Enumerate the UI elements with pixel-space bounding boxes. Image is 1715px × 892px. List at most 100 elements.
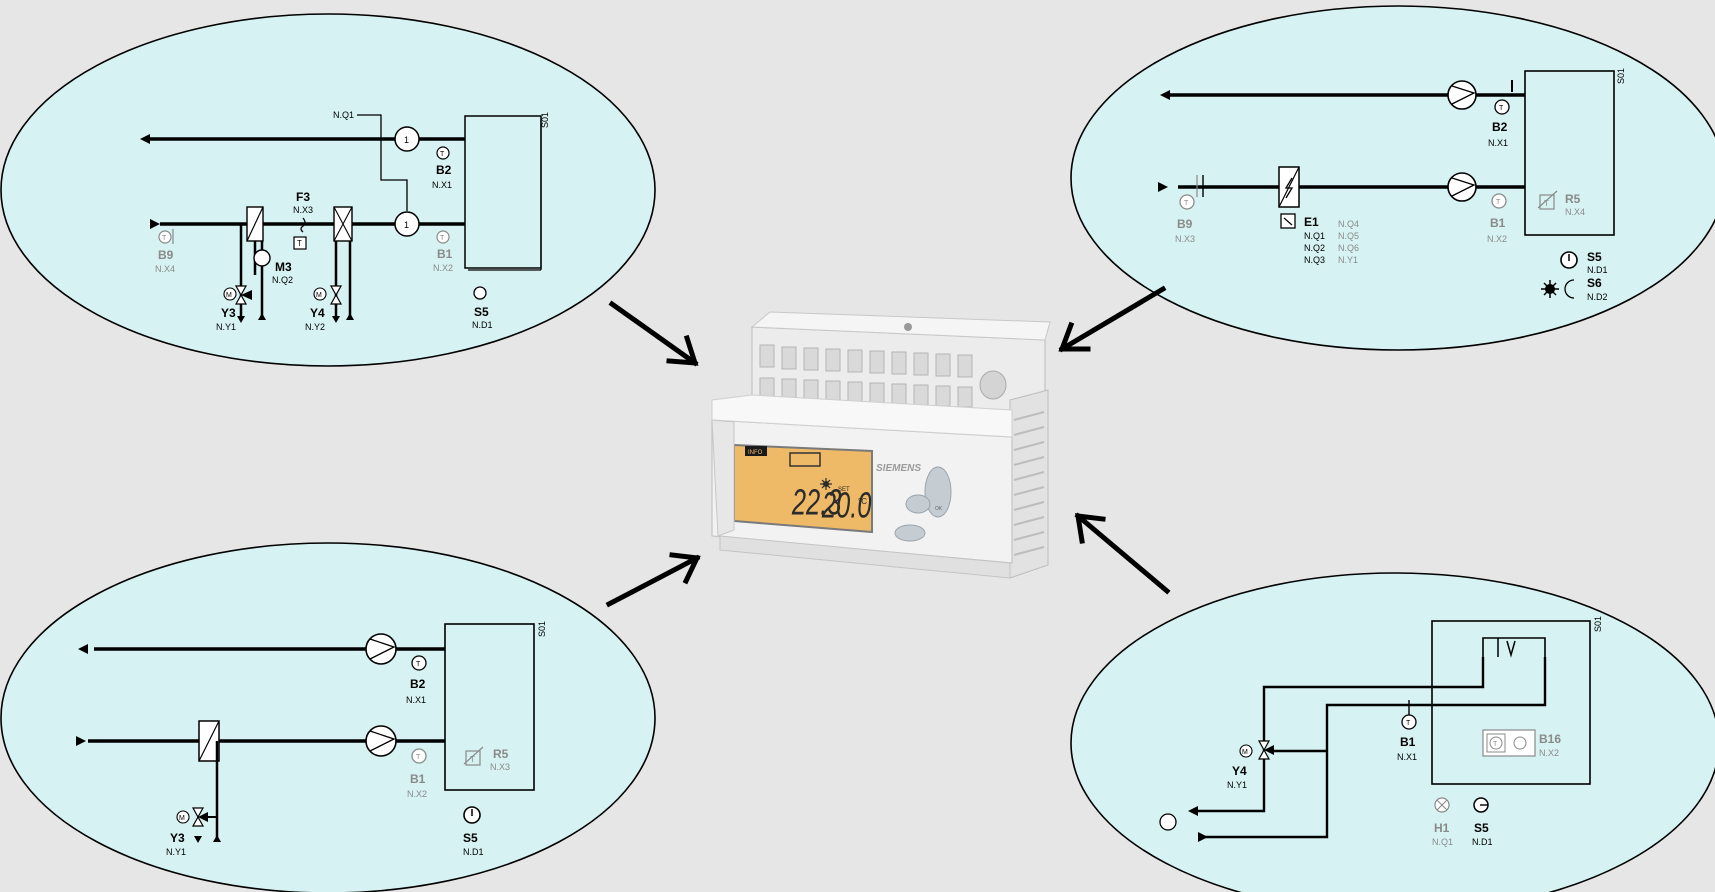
panel-top-left: S01 N.Q1 1 1 T B2 N.X1 T B1 N.X2 T [0,13,656,367]
sensor-b9-terminal: N.X3 [1175,234,1195,244]
adjuster-r5-label: R5 [1565,192,1581,206]
boiler-label: S01 [1616,68,1626,84]
flow-arrow-icon [78,644,88,654]
ok-button[interactable] [905,494,931,514]
up-down-button[interactable] [924,466,952,518]
pump-icon: 1 [394,211,420,237]
pump-icon [365,633,397,665]
flow-arrow-icon [1158,182,1168,192]
setpoint-adjuster-icon: T [1537,190,1558,210]
mixing-valve-icon: M [223,285,252,305]
connection-arrows [605,285,1171,608]
temperature-sensor-icon: T [1179,194,1195,210]
sensor-b2-terminal: N.X1 [432,180,452,190]
svg-text:T: T [162,235,167,242]
mixing-valve-icon: M [1239,740,1274,760]
valve-icon: M [313,285,343,305]
arrow-from-bottom-right [1074,512,1171,595]
temperature-sensor-icon: T [1491,193,1507,209]
switch-s5-label: S5 [463,831,478,845]
heater-output: N.Q6 [1338,243,1359,253]
sensor-b1-terminal: N.X2 [433,263,453,273]
info-tag [745,446,767,456]
sun-display-icon [820,478,832,490]
switch-s5-label: S5 [1474,821,1489,835]
temperature-sensor-icon: T [411,655,427,671]
radiator-icon [1482,637,1546,657]
svg-text:T: T [1493,741,1498,748]
svg-text:1: 1 [404,220,409,230]
room-unit-icon: T [1482,729,1536,757]
svg-text:M: M [226,292,232,299]
temperature-sensor-icon: T [436,230,450,244]
actual-temperature-value: 22.3 [791,482,842,522]
sensor-b9-terminal: N.X4 [155,264,175,274]
flow-arrow-icon [140,134,150,144]
setpoint-label: SET [838,487,850,493]
indicator-lamp-icon [1434,797,1450,813]
thermostat-icon [293,236,307,250]
svg-text:M: M [179,815,185,822]
valve-y4-label: Y4 [310,306,325,320]
heater-output: N.Y1 [1338,255,1358,265]
boiler-box [444,623,535,791]
room-unit-b16-label: B16 [1539,732,1561,746]
thermostat-f3-terminal: N.X3 [293,205,313,215]
boiler-label: S01 [537,621,547,637]
lamp-h1-label: H1 [1434,821,1450,835]
valve-y4-terminal: N.Y2 [305,322,325,332]
sensor-b1-label: B1 [1400,735,1416,749]
pump-icon [253,249,271,267]
svg-text:T: T [440,151,445,158]
valve-y3-terminal: N.Y1 [216,322,236,332]
sensor-b1-label: B1 [1490,216,1506,230]
adjuster-r5-terminal: N.X4 [1565,207,1585,217]
svg-text:T: T [416,661,421,668]
heater-output: N.Q2 [1304,243,1325,253]
pump-icon [1447,80,1477,110]
svg-text:M: M [316,292,322,299]
brand-logo: SIEMENS [876,463,921,474]
flow-arrow-icon [1188,806,1198,816]
boiler-label: S01 [1593,616,1603,632]
svg-text:T: T [470,755,475,764]
sensor-b2-label: B2 [436,163,452,177]
switch-icon [473,286,487,300]
flow-arrow-icon [1160,90,1170,100]
svg-text:T: T [1499,105,1504,112]
heater-output: N.Q1 [1304,231,1325,241]
panel-bottom-right: S01 M Y4 N.Y1 T B1 N.X1 [1070,572,1715,892]
valve-y3-terminal: N.Y1 [166,847,186,857]
sensor-b2-label: B2 [410,677,426,691]
temperature-sensor-icon: T [1494,99,1510,115]
esc-button[interactable] [894,524,926,542]
svg-text:T: T [440,235,445,242]
arrow-from-bottom-left [605,552,701,608]
svg-text:T: T [1406,720,1411,727]
temperature-sensor-icon: T [158,230,172,244]
switch-s5-terminal: N.D1 [472,320,493,330]
panel-ellipse [0,13,656,367]
panel-bottom-left: S01 T B2 N.X1 T B1 N.X2 T R5 N.X3 [0,542,656,892]
svg-text:T: T [1544,199,1549,208]
panel-ellipse [1070,572,1715,892]
controller-device: INFO 22.3 20.0 °C SET SIEMENS OK [711,311,1051,579]
moon-icon [1564,279,1575,299]
flow-arrow-icon [150,219,160,229]
pump-icon [1447,172,1477,202]
panel-ellipse [0,542,656,892]
sensor-b1-terminal: N.X2 [407,789,427,799]
sensor-b9-label: B9 [1177,217,1193,231]
switch-s5-terminal: N.D1 [1587,265,1608,275]
switch-s6-terminal: N.D2 [1587,292,1608,302]
temperature-sensor-icon: T [1401,714,1417,730]
adjuster-r5-terminal: N.X3 [490,762,510,772]
svg-text:T: T [416,754,421,761]
heater-e1-label: E1 [1304,215,1319,229]
terminal-block [759,344,973,408]
temperature-sensor-icon: T [436,146,450,160]
flow-arrow-icon [1198,832,1208,842]
svg-text:T: T [1184,200,1189,207]
pump-icon: 1 [394,126,420,152]
lamp-h1-terminal: N.Q1 [1432,837,1453,847]
